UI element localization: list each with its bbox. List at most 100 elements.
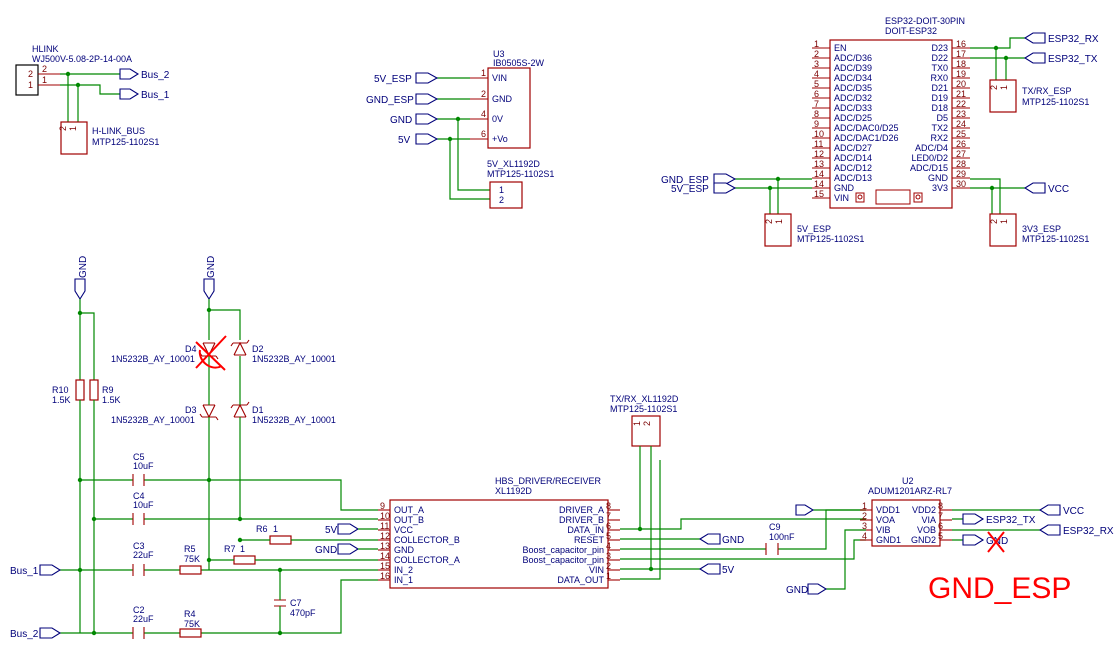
esp32-left-pin-num: 8 bbox=[814, 109, 819, 119]
net-port-5v-u2[interactable]: 5V bbox=[795, 504, 815, 517]
zener-d3[interactable]: D3 1N5232B_AY_10001 bbox=[111, 404, 219, 425]
svg-text:ESP32_RX: ESP32_RX bbox=[1063, 526, 1114, 537]
zener-d1[interactable]: D1 1N5232B_AY_10001 bbox=[230, 401, 336, 425]
esp32-left-pin-label: VIN bbox=[834, 193, 849, 203]
svg-text:ADUM1201ARZ-RL7: ADUM1201ARZ-RL7 bbox=[868, 486, 952, 496]
net-port-bus1[interactable]: Bus_1 bbox=[10, 564, 62, 577]
esp32-right-pin-label: D18 bbox=[931, 103, 948, 113]
3v3-esp-connector[interactable]: 2 1 3V3_ESP MTP125-1102S1 bbox=[989, 213, 1089, 247]
net-port-vcc-esp[interactable]: VCC bbox=[1023, 182, 1069, 195]
capacitor-c4[interactable]: C4 10uF bbox=[132, 491, 154, 525]
esp32-right-pin-num: 26 bbox=[956, 139, 966, 149]
net-port-bus1-top[interactable]: Bus_1 bbox=[119, 88, 170, 101]
net-port-gnd-right-top[interactable]: GND bbox=[203, 256, 217, 301]
net-port-gnd-u2[interactable]: GND bbox=[786, 583, 828, 596]
net-port-esp32-rx-u2[interactable]: ESP32_RX bbox=[1038, 524, 1114, 537]
net-port-gnd2-u2[interactable]: GND bbox=[962, 534, 1008, 547]
u2-right-pin-label: VDD2 bbox=[912, 505, 936, 515]
svg-text:2: 2 bbox=[989, 219, 999, 224]
svg-text:5V_ESP: 5V_ESP bbox=[671, 184, 709, 195]
net-port-5v-hbs[interactable]: 5V bbox=[325, 523, 360, 536]
hbs-right-pin-label: RESET bbox=[574, 535, 605, 545]
svg-text:10uF: 10uF bbox=[133, 500, 154, 510]
svg-text:2: 2 bbox=[642, 421, 652, 426]
net-port-esp32-tx[interactable]: ESP32_TX bbox=[1023, 52, 1098, 65]
esp32-left-pin-label: ADC/D25 bbox=[834, 113, 872, 123]
svg-text:4: 4 bbox=[481, 109, 486, 119]
net-port-gnd-u3[interactable]: GND bbox=[390, 113, 439, 126]
esp32-left-pin-label: ADC/D27 bbox=[834, 143, 872, 153]
net-port-5v-esp-left[interactable]: 5V_ESP bbox=[671, 182, 737, 195]
hbs-left-pin-label: IN_2 bbox=[394, 565, 413, 575]
u2-right-pin-num: 7 bbox=[938, 511, 943, 521]
hlink-bus-connector[interactable]: 2 1 H-LINK_BUS MTP125-1102S1 bbox=[58, 121, 159, 155]
zener-d2[interactable]: D2 1N5232B_AY_10001 bbox=[230, 339, 336, 364]
capacitor-c9[interactable]: C9 100nF bbox=[765, 522, 795, 555]
net-port-bus2-top[interactable]: Bus_2 bbox=[119, 68, 170, 81]
xl-5v-connector[interactable]: 5V_XL1192D MTP125-1102S1 1 2 bbox=[487, 159, 554, 209]
net-port-bus2[interactable]: Bus_2 bbox=[10, 627, 62, 640]
svg-text:2: 2 bbox=[58, 126, 68, 131]
svg-text:VCC: VCC bbox=[1048, 184, 1069, 195]
esp32-right-pin-num: 28 bbox=[956, 159, 966, 169]
resistor-r5[interactable]: R5 75K bbox=[179, 544, 202, 575]
net-port-5v-u3[interactable]: 5V bbox=[398, 133, 439, 146]
hlink-ref: HLINK bbox=[32, 44, 59, 54]
net-port-gnd-esp-u3[interactable]: GND_ESP bbox=[366, 93, 439, 106]
esp32-right-pin-label: RX0 bbox=[930, 73, 948, 83]
net-port-gnd-hbs-right[interactable]: GND bbox=[698, 533, 744, 546]
esp32-left-pin-num: 7 bbox=[814, 99, 819, 109]
resistor-r7[interactable]: R7 1 bbox=[224, 544, 256, 565]
esp32-right-pin-num: 23 bbox=[956, 109, 966, 119]
svg-text:VCC: VCC bbox=[1063, 506, 1084, 517]
net-port-vcc-u2[interactable]: VCC bbox=[1038, 504, 1084, 517]
esp32-left-pin-label: ADC/DAC1/D26 bbox=[834, 133, 899, 143]
svg-text:1: 1 bbox=[240, 544, 245, 554]
hbs-left-pin-num: 15 bbox=[380, 561, 390, 571]
net-port-esp32-rx[interactable]: ESP32_RX bbox=[1023, 32, 1099, 45]
resistor-r10[interactable]: R10 1.5K bbox=[52, 379, 85, 405]
svg-text:ESP32_RX: ESP32_RX bbox=[1048, 34, 1099, 45]
svg-text:U3: U3 bbox=[493, 49, 505, 59]
esp32-right-pin-num: 27 bbox=[956, 149, 966, 159]
svg-text:Bus_2: Bus_2 bbox=[141, 70, 170, 81]
svg-text:GND: GND bbox=[315, 545, 337, 556]
u3-dcdc-converter[interactable]: U3 IB0505S-2W VIN GND 0V +Vo 1 2 4 6 bbox=[470, 49, 545, 149]
capacitor-c5[interactable]: C5 10uF bbox=[132, 452, 154, 486]
u2-left-pin-label: VOA bbox=[876, 515, 895, 525]
net-port-5v-esp-u3[interactable]: 5V_ESP bbox=[374, 72, 439, 85]
hbs-left-pin-label: GND bbox=[394, 545, 415, 555]
5v-esp-connector[interactable]: 2 1 5V_ESP MTP125-1102S1 bbox=[764, 213, 864, 247]
hlink-connector[interactable]: HLINK WJ500V-5.08-2P-14-00A 2 1 2 1 bbox=[15, 44, 132, 96]
svg-text:5V_ESP: 5V_ESP bbox=[797, 224, 831, 234]
capacitor-c2[interactable]: C2 22uF bbox=[132, 605, 154, 639]
txrx-esp-connector[interactable]: 2 1 TX/RX_ESP MTP125-1102S1 bbox=[989, 79, 1089, 113]
net-port-gnd-left-top[interactable]: GND bbox=[74, 256, 89, 301]
esp32-left-pin-label: ADC/D32 bbox=[834, 93, 872, 103]
u2-right-pin-label: VIA bbox=[921, 515, 936, 525]
hbs-left-pin-label: IN_1 bbox=[394, 575, 413, 585]
hbs-right-pin-label: Boost_capacitor_pin bbox=[522, 555, 604, 565]
svg-text:Bus_1: Bus_1 bbox=[10, 566, 39, 577]
svg-text:MTP125-1102S1: MTP125-1102S1 bbox=[1022, 234, 1089, 244]
capacitor-c3[interactable]: C3 22uF bbox=[132, 541, 154, 576]
esp32-right-pin-label: ADC/D4 bbox=[915, 143, 948, 153]
esp32-right-pin-num: 30 bbox=[956, 179, 966, 189]
svg-text:100nF: 100nF bbox=[769, 532, 795, 542]
net-port-5v-hbs-right[interactable]: 5V bbox=[698, 563, 735, 576]
svg-text:D3: D3 bbox=[185, 405, 197, 415]
net-port-gnd-hbs[interactable]: GND bbox=[315, 543, 360, 556]
esp32-right-pin-label: D19 bbox=[931, 93, 948, 103]
net-port-esp32-tx-u2[interactable]: ESP32_TX bbox=[962, 513, 1036, 526]
svg-text:1N5232B_AY_10001: 1N5232B_AY_10001 bbox=[252, 354, 336, 364]
net-port-gnd-esp-left[interactable]: GND_ESP bbox=[661, 173, 737, 186]
svg-text:5V: 5V bbox=[398, 135, 411, 146]
svg-text:1N5232B_AY_10001: 1N5232B_AY_10001 bbox=[252, 415, 336, 425]
txrx-xl-connector[interactable]: TX/RX_XL1192D MTP125-1102S1 1 2 bbox=[610, 394, 679, 447]
resistor-r4[interactable]: R4 75K bbox=[179, 609, 202, 638]
resistor-r6[interactable]: R6 1 bbox=[256, 524, 292, 545]
